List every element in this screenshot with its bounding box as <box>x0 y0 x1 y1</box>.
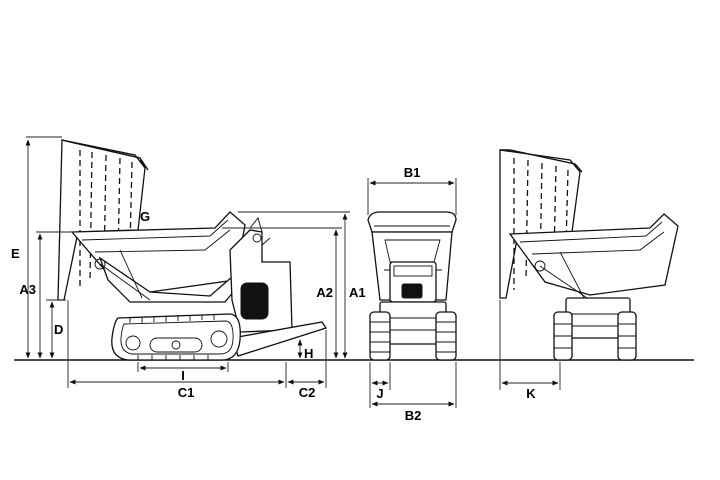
tip-track-left <box>553 311 573 361</box>
tip-view: K <box>499 149 679 401</box>
tip-track-right <box>617 311 637 361</box>
label-G: G <box>140 209 150 224</box>
dimension-I <box>137 362 229 372</box>
label-A2: A2 <box>316 285 333 300</box>
engine-housing <box>229 217 293 333</box>
side-view: E A3 D G A2 A1 H I C1 C2 <box>11 136 366 400</box>
label-B2: B2 <box>405 408 422 423</box>
front-track-left <box>369 311 391 361</box>
label-J: J <box>376 386 383 401</box>
dimension-K <box>499 300 561 390</box>
crawler-track <box>111 313 241 361</box>
label-E: E <box>11 246 20 261</box>
dimension-D <box>46 299 66 359</box>
dimension-A3 <box>36 231 76 359</box>
dimension-A1 <box>238 211 350 359</box>
label-D: D <box>54 322 63 337</box>
front-view: B1 J B2 <box>367 165 457 423</box>
dimension-E <box>25 136 62 359</box>
label-A3: A3 <box>19 282 36 297</box>
front-track-right <box>435 311 457 361</box>
label-B1: B1 <box>404 165 421 180</box>
label-I: I <box>181 368 185 383</box>
front-engine-block <box>379 261 447 345</box>
label-H: H <box>304 346 313 361</box>
label-K: K <box>526 386 536 401</box>
label-C1: C1 <box>178 385 195 400</box>
dimension-J <box>369 362 391 408</box>
engine-grille <box>240 282 269 320</box>
label-A1: A1 <box>349 285 366 300</box>
dimension-B1 <box>367 178 457 215</box>
dimension-B2 <box>371 362 457 408</box>
track-cleats <box>129 315 215 360</box>
label-C2: C2 <box>299 385 316 400</box>
dimension-C2 <box>287 330 327 388</box>
tip-skip-lowered <box>508 213 679 296</box>
dimension-A2 <box>222 227 342 359</box>
dimension-C1 <box>67 300 287 388</box>
